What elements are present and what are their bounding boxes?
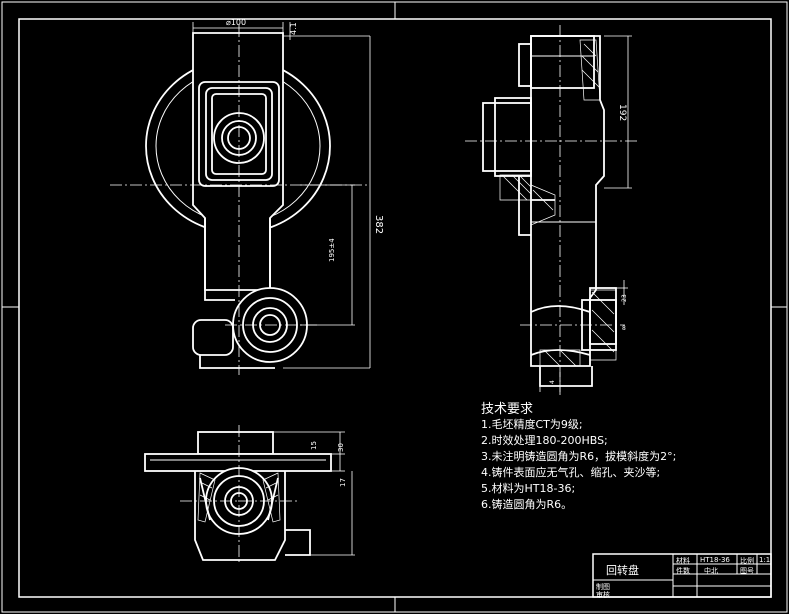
dim-side-height: 192 [617, 104, 627, 121]
title-block [592, 553, 772, 598]
scale-value: 1:1 [759, 556, 771, 564]
side-hatching [499, 39, 617, 367]
checked-label: 审核 [596, 591, 610, 599]
dim-bottom-h3: 17 [339, 478, 347, 487]
sheet-label: 图号 [740, 567, 754, 575]
front-view [145, 32, 331, 369]
tech-requirements-title: 技术要求 [481, 402, 534, 417]
quantity-label: 件数 [676, 567, 690, 575]
tech-requirement-6: 6.铸造圆角为R6。 [481, 498, 573, 511]
front-dimension-lines [192, 22, 371, 369]
quantity-value: 中北 [704, 567, 718, 575]
dim-bottom-h2: 15 [310, 441, 318, 450]
dim-bottom-h1: 30 [337, 443, 345, 452]
part-name: 回转盘 [606, 564, 639, 577]
tech-requirement-5: 5.材料为HT18-36; [481, 482, 576, 495]
tech-requirement-4: 4.铸件表面应无气孔、缩孔、夹沙等; [481, 466, 661, 479]
side-dimension-lines [539, 35, 632, 392]
drawn-label: 制图 [596, 583, 610, 591]
tech-requirement-2: 2.时效处理180-200HBS; [481, 434, 608, 447]
scale-label: 比例 [740, 557, 754, 565]
top-hatching [197, 472, 281, 523]
dim-overall-height: 382 [373, 215, 384, 234]
dim-top-width: ⌀100 [226, 18, 246, 27]
dim-top-tol: 4.1 [289, 22, 298, 35]
dim-side-small-3: 4 [549, 380, 556, 384]
dim-hole-spacing: 195±4 [328, 238, 336, 262]
inner-frame [18, 18, 772, 598]
dim-side-small-2: 8 [622, 325, 626, 332]
material-value: HT18-36 [700, 556, 730, 564]
tech-requirement-1: 1.毛坯精度CT为9级; [481, 418, 583, 431]
side-view [482, 35, 617, 387]
tech-requirement-3: 3.未注明铸造圆角为R6，拔模斜度为2°; [481, 450, 677, 463]
top-dimension-lines [273, 431, 355, 556]
dim-side-small-1: 23 [621, 294, 628, 302]
material-label: 材料 [676, 557, 690, 565]
top-view [144, 431, 332, 561]
